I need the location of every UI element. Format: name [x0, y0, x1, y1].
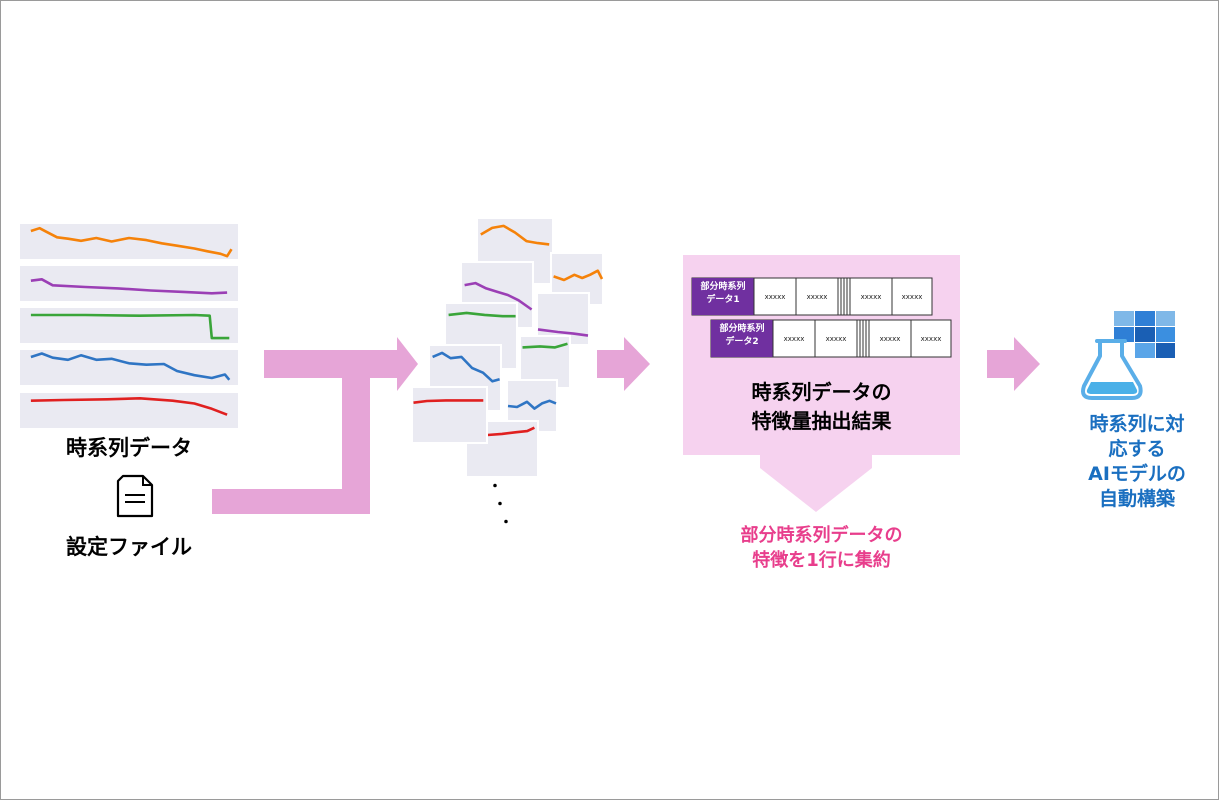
segment-series-line [487, 426, 535, 437]
build-arrow [987, 337, 1040, 391]
segment-panel [411, 386, 488, 444]
segment-panel-bg [411, 386, 488, 444]
feature-row-2-cell-4: xxxxx [920, 335, 942, 343]
result-note-line1: 部分時系列データの [740, 525, 903, 546]
feature-row-2-label-line2: データ2 [725, 337, 759, 347]
input-series-panels [20, 224, 238, 428]
input-series-line [30, 313, 230, 340]
result-title-line1: 時系列データの [751, 380, 892, 404]
segment-series-line [448, 311, 516, 318]
feature-row-1-label-line1: 部分時系列 [700, 282, 746, 292]
feature-row-1-label: 部分時系列 データ1 [692, 281, 754, 307]
input-series-panel [20, 266, 238, 301]
feature-row-1-cell-1: xxxxx [764, 293, 786, 301]
feature-row-2-label-line1: 部分時系列 [719, 324, 765, 334]
ai-model-flask-icon [1081, 311, 1175, 400]
input-panel-bg [20, 266, 238, 301]
input-series-line [30, 397, 228, 416]
output-label-line2: 応する [1108, 438, 1166, 460]
segment-panels [411, 217, 604, 478]
input-series-panel [20, 224, 238, 259]
input-panel-bg [20, 350, 238, 385]
grid-cell [1156, 327, 1175, 342]
grid-cell [1156, 311, 1175, 326]
feature-row-1-cell-4: xxxxx [901, 293, 923, 301]
feature-row-2-label: 部分時系列 データ2 [711, 323, 773, 349]
feature-result-box [683, 255, 960, 512]
config-file-label: 設定ファイル [66, 535, 192, 559]
result-title-line2: 特徴量抽出結果 [751, 409, 892, 433]
output-label: 時系列に対 応する AIモデルの 自動構築 [1066, 412, 1208, 512]
ellipsis: ・ ・ ・ [485, 478, 513, 532]
split-arrow-shape [212, 337, 418, 514]
input-series-panel [20, 308, 238, 343]
feature-result-callout [683, 255, 960, 512]
input-series-line [30, 352, 231, 381]
output-label-line4: 自動構築 [1098, 488, 1175, 510]
feature-row-1-cell-2: xxxxx [806, 293, 828, 301]
segment-series-line [413, 399, 484, 404]
segment-series-line [522, 342, 568, 349]
feature-row-2 [710, 319, 952, 358]
grid-cell [1135, 343, 1155, 358]
input-series-line [30, 278, 228, 295]
grid-cell [1156, 343, 1175, 358]
input-panel-bg [20, 224, 238, 259]
input-series-line [30, 226, 233, 258]
input-series-label: 時系列データ [66, 436, 192, 460]
grid-cell [1135, 327, 1155, 342]
input-series-panel [20, 350, 238, 385]
feature-row-2-cell-2: xxxxx [825, 335, 847, 343]
grid-cell [1114, 311, 1134, 326]
segment-series-line [480, 224, 550, 246]
result-note-line2: 特徴を1行に集約 [752, 550, 891, 571]
input-series-panel [20, 393, 238, 428]
grid-cell [1114, 327, 1134, 342]
extract-arrow [597, 337, 650, 391]
ellipsis-dot-3: ・ [499, 515, 513, 531]
input-panel-bg [20, 308, 238, 343]
result-note: 部分時系列データの 特徴を1行に集約 [683, 523, 960, 573]
feature-row-2-label-bg [711, 320, 773, 357]
flask-liquid [1086, 382, 1138, 394]
feature-row-1-label-bg [692, 278, 754, 315]
segment-series-line [464, 281, 533, 311]
result-title: 時系列データの 特徴量抽出結果 [683, 378, 960, 436]
split-arrow [212, 337, 418, 514]
ellipsis-dot-1: ・ [488, 479, 502, 495]
segment-series-line [432, 351, 500, 383]
output-label-line1: 時系列に対 [1089, 413, 1185, 435]
segment-series-line [553, 269, 604, 282]
ellipsis-dot-2: ・ [493, 497, 507, 513]
feature-row-1-label-line2: データ1 [706, 295, 740, 305]
feature-row-2-cell-1: xxxxx [783, 335, 805, 343]
feature-row-1 [691, 277, 933, 316]
segment-series-line [537, 328, 589, 337]
document-icon [116, 474, 154, 518]
document-icon-fold [142, 476, 152, 486]
grid-cell [1135, 311, 1155, 326]
feature-row-2-cell-3: xxxxx [879, 335, 901, 343]
output-label-line3: AIモデルの [1088, 463, 1186, 485]
feature-row-1-cell-3: xxxxx [860, 293, 882, 301]
segment-series-line [507, 399, 557, 410]
